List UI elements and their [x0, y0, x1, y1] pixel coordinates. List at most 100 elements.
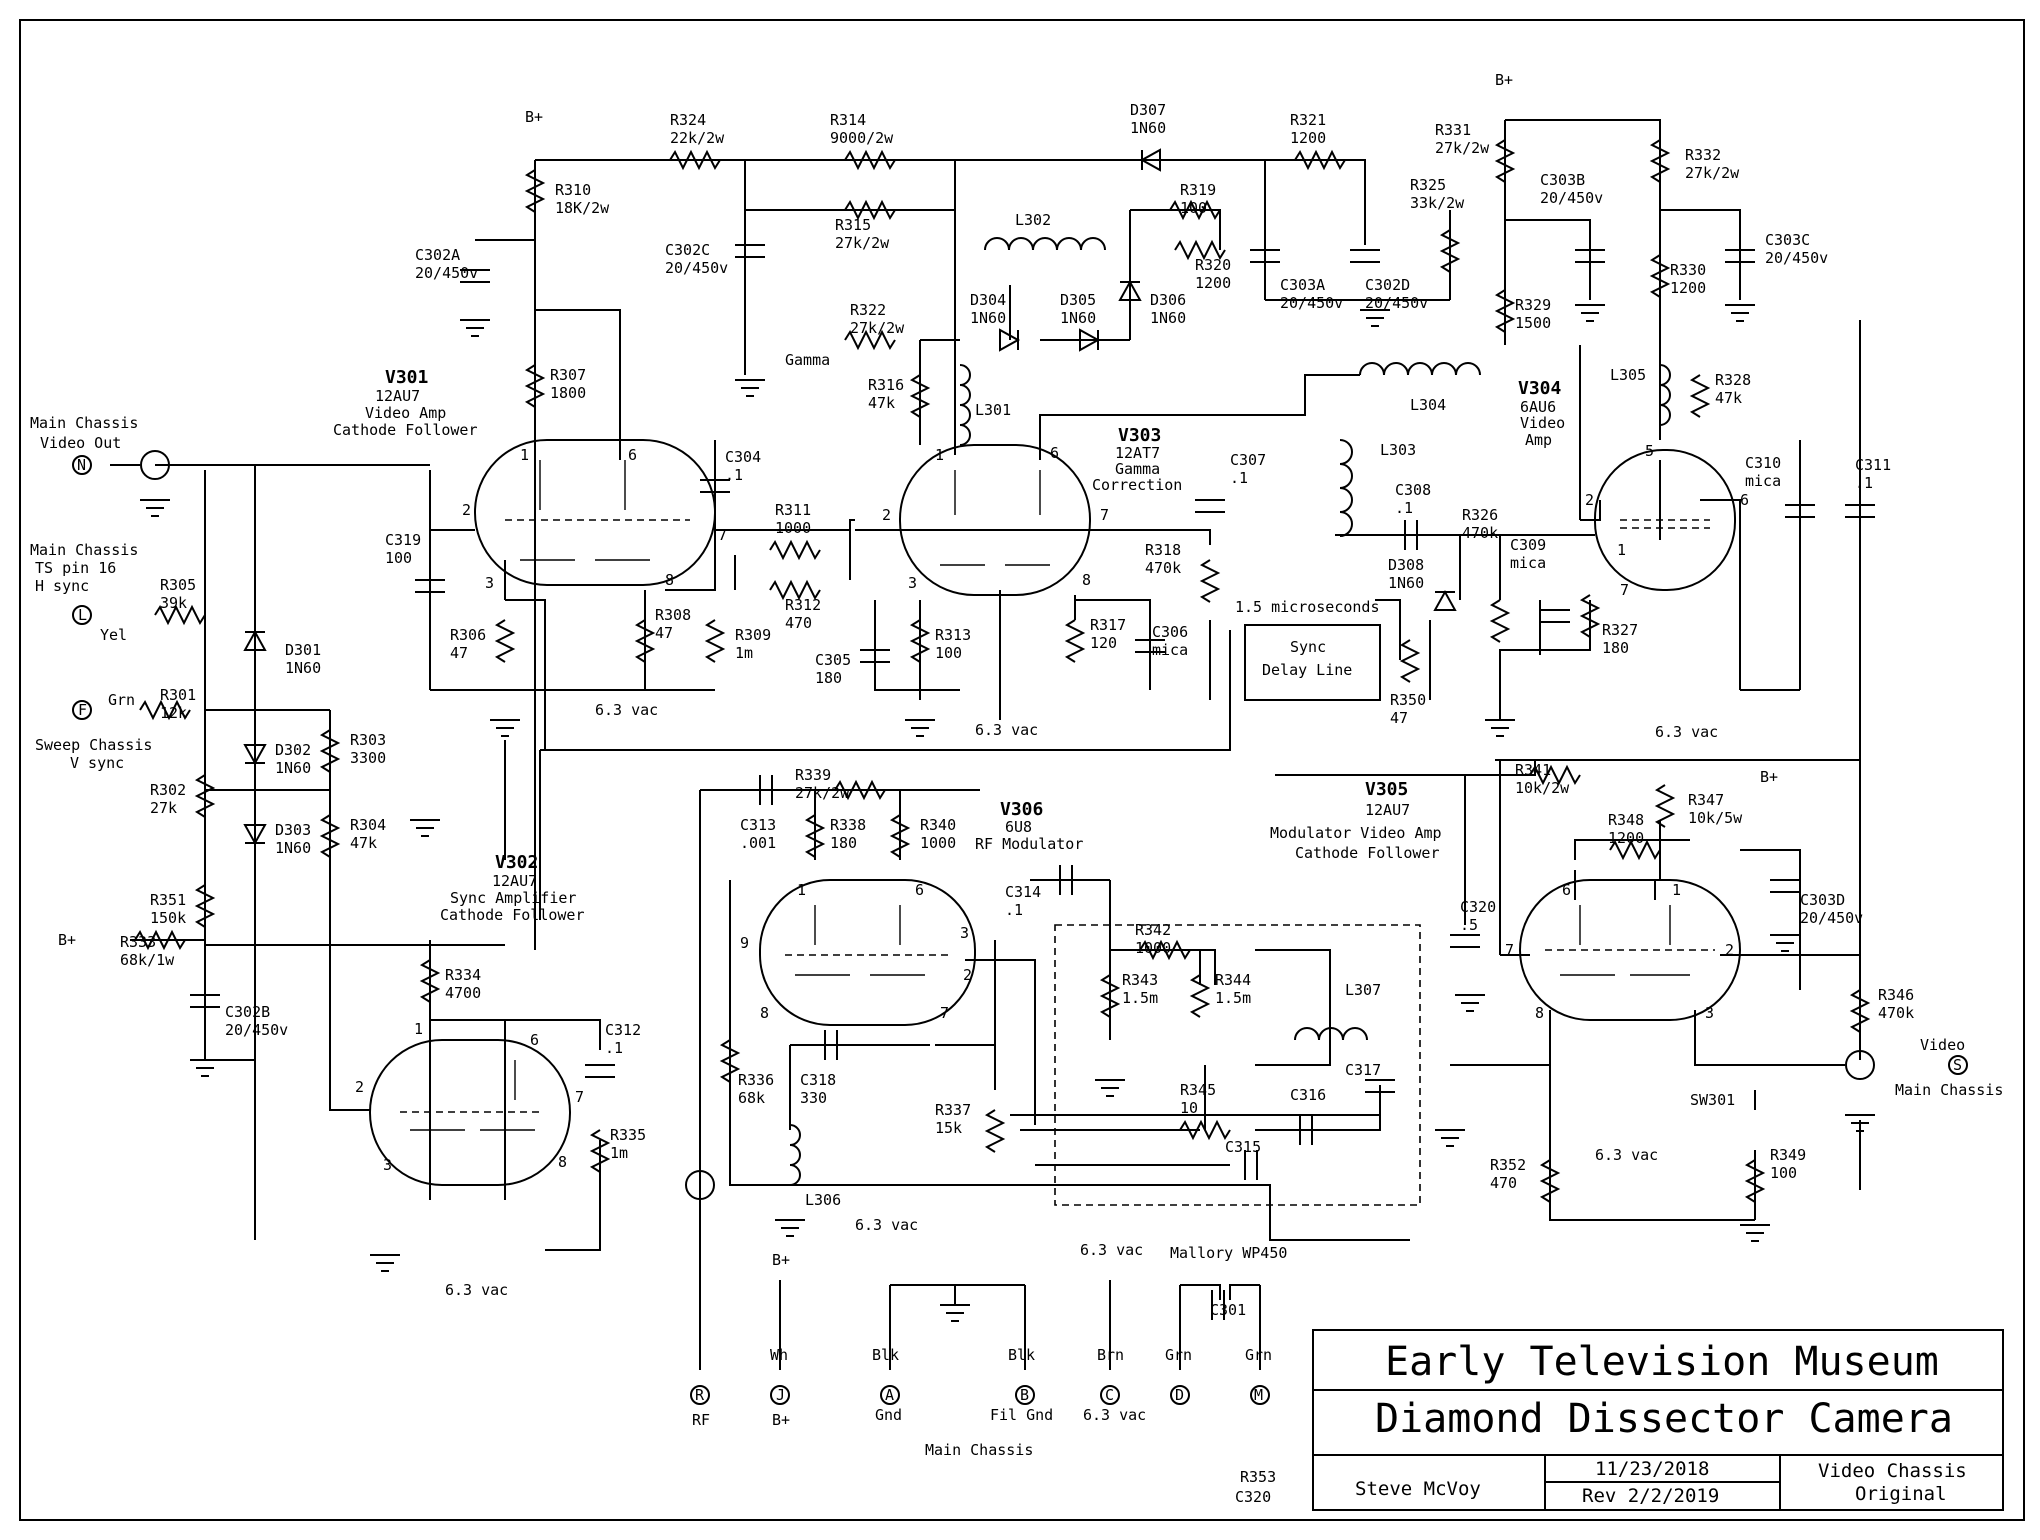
wire-color: Yel [100, 626, 127, 644]
component-value-d306: 1N60 [1150, 309, 1186, 327]
r308-symbol [634, 619, 656, 663]
component-value-r345: 10 [1180, 1099, 1198, 1117]
component-ref-r331: R331 [1435, 121, 1471, 139]
r346-symbol [1849, 989, 1871, 1033]
connector-f-icon [72, 700, 92, 720]
d307-symbol [1139, 148, 1161, 172]
pin-number: 7 [940, 1004, 949, 1022]
tube-v306-envelope [759, 879, 976, 1026]
component-ref-r325: R325 [1410, 176, 1446, 194]
component-ref-d302: D302 [275, 741, 311, 759]
c311-symbol [1845, 504, 1875, 518]
c306-symbol [1135, 639, 1165, 653]
component-ref-c304: C304 [725, 448, 761, 466]
component-ref-r351: R351 [150, 891, 186, 909]
wire-color: Blk [1008, 1346, 1035, 1364]
component-value-c314: .1 [1005, 901, 1023, 919]
component-ref-c302b: C302B [225, 1003, 270, 1021]
component-ref-r316: R316 [868, 376, 904, 394]
c316-symbol [1299, 1115, 1313, 1145]
connector-letter: M [1254, 1386, 1263, 1404]
delay-line-name-2: Delay Line [1262, 661, 1352, 679]
c308-symbol [1404, 520, 1418, 550]
component-value-r301: 12k [160, 704, 187, 722]
pin-number: 8 [1082, 571, 1091, 589]
component-ref-r346: R346 [1878, 986, 1914, 1004]
pin-number: 7 [1100, 506, 1109, 524]
component-ref-r311: R311 [775, 501, 811, 519]
component-ref-c319: C319 [385, 531, 421, 549]
connector-label: Main Chassis [30, 541, 138, 559]
ground-icon [190, 1059, 220, 1077]
r302-symbol [194, 774, 216, 818]
component-ref-c309: C309 [1510, 536, 1546, 554]
l301-symbol [959, 364, 971, 446]
component-ref-r344: R344 [1215, 971, 1251, 989]
c302a-symbol [460, 269, 490, 283]
tube-v302-type: 12AU7 [492, 872, 537, 890]
r320-symbol [1174, 239, 1226, 261]
component-ref-r309: R309 [735, 626, 771, 644]
pin-number: 5 [1645, 442, 1654, 460]
component-ref-r334: R334 [445, 966, 481, 984]
d302-symbol [243, 744, 267, 766]
ground-icon [370, 1254, 400, 1272]
r314-symbol [844, 149, 896, 171]
d303-symbol [243, 824, 267, 846]
connector-s-icon [1948, 1055, 1968, 1075]
component-ref-c317: C317 [1345, 1061, 1381, 1079]
ground-icon [1770, 934, 1800, 952]
r326-symbol [1489, 599, 1511, 643]
video-out-jack-icon [140, 450, 170, 480]
diode-symbols [243, 148, 1457, 846]
rf-jack-icon [685, 1170, 715, 1200]
connector-c-icon [1100, 1385, 1120, 1405]
component-ref-r302: R302 [150, 781, 186, 799]
component-ref-c301: C301 [1210, 1301, 1246, 1319]
component-ref-c313: C313 [740, 816, 776, 834]
ground-icon [940, 1304, 970, 1322]
c303a-symbol [1250, 249, 1280, 263]
r341-symbol [1529, 764, 1581, 786]
c302c-symbol [735, 244, 765, 258]
vac-label: 6.3 vac [1595, 1146, 1658, 1164]
connector-d-icon [1170, 1385, 1190, 1405]
ground-icon [490, 719, 520, 737]
wire-color: Grn [1245, 1346, 1272, 1364]
pin-number: 1 [797, 881, 806, 899]
l303-symbol [1339, 439, 1353, 537]
component-ref-r336: R336 [738, 1071, 774, 1089]
connector-letter: L [78, 606, 87, 624]
d301-symbol [243, 629, 267, 651]
component-ref-r326: R326 [1462, 506, 1498, 524]
c303c-symbol [1725, 249, 1755, 263]
connector-label: H sync [35, 577, 89, 595]
connector-letter: A [885, 1386, 894, 1404]
pin-number: 6 [1740, 491, 1749, 509]
component-value-c312: .1 [605, 1039, 623, 1057]
component-value-r341: 10k/2w [1515, 779, 1570, 797]
component-value-c309: mica [1510, 554, 1546, 572]
bplus-label: B+ [1760, 768, 1778, 786]
mallory-label: Mallory WP450 [1170, 1244, 1287, 1262]
connector-label: Fil Gnd [990, 1406, 1053, 1424]
component-ref-c318: C318 [800, 1071, 836, 1089]
pin-number: 1 [414, 1020, 423, 1038]
component-ref-c306: C306 [1152, 623, 1188, 641]
r305-symbol [154, 604, 206, 626]
connector-labels: N Main Chassis Video Out L Main Chassis … [30, 414, 2003, 1459]
component-value-r302: 27k [150, 799, 177, 817]
bplus-markers: B+ B+ B+ B+ [58, 71, 1778, 949]
component-value-r347: 10k/5w [1688, 809, 1743, 827]
notes-r353: R353 [1240, 1468, 1276, 1486]
component-value-c303b: 20/450v [1540, 189, 1603, 207]
tube-v303-envelope [899, 444, 1091, 596]
connector-label: Main Chassis [1895, 1081, 2003, 1099]
d305-symbol [1079, 328, 1101, 352]
component-value-r344: 1.5m [1215, 989, 1251, 1007]
component-ref-l301: L301 [975, 401, 1011, 419]
r352-symbol [1539, 1159, 1561, 1203]
tube-v304-func: Video [1520, 414, 1565, 432]
pin-number: 2 [1585, 491, 1594, 509]
r328-symbol [1689, 374, 1711, 418]
